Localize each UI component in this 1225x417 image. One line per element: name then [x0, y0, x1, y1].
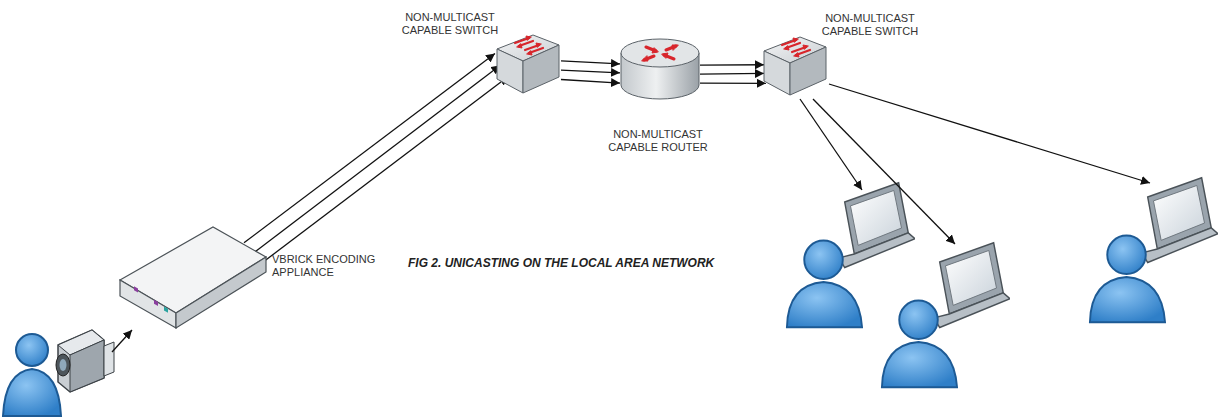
- switch-shape: [762, 35, 828, 97]
- device-label: NON-MULTICAST CAPABLE SWITCH: [395, 11, 505, 37]
- presenter-figure: [3, 334, 61, 416]
- stream-arrow: [829, 84, 1150, 183]
- stream-connector: [244, 53, 495, 242]
- stream-connector: [561, 80, 620, 84]
- viewer-with-laptop: [787, 183, 915, 327]
- switch-icon: NON-MULTICAST CAPABLE SWITCH: [762, 35, 828, 97]
- stream-arrow: [800, 99, 862, 190]
- stream-connector: [561, 61, 620, 64]
- viewer-with-laptop: [1090, 178, 1218, 322]
- switch-icon: NON-MULTICAST CAPABLE SWITCH: [495, 33, 561, 95]
- stream-connector: [264, 76, 509, 261]
- stream-arrow: [813, 99, 955, 244]
- router-shape: [620, 37, 700, 101]
- stream-connector: [700, 73, 764, 75]
- video-camera: [56, 330, 114, 392]
- stream-connector: [700, 82, 766, 84]
- switch-shape: [495, 33, 561, 95]
- device-label: NON-MULTICAST CAPABLE SWITCH: [815, 12, 925, 38]
- router-icon: NON-MULTICAST CAPABLE ROUTER: [620, 37, 700, 101]
- stream-connector: [700, 64, 764, 66]
- stream-connector: [561, 70, 620, 73]
- device-label: NON-MULTICAST CAPABLE ROUTER: [603, 128, 713, 154]
- viewer-with-laptop: [882, 243, 1010, 387]
- camera-feed-arrow: [112, 330, 132, 352]
- figure-caption: FIG 2. UNICASTING ON THE LOCAL AREA NETW…: [408, 256, 714, 270]
- encoder-appliance: VBRICK ENCODING APPLIANCE: [118, 225, 268, 330]
- stream-connector: [255, 65, 501, 252]
- device-label: VBRICK ENCODING APPLIANCE: [272, 253, 392, 279]
- appliance-shape: [118, 225, 268, 330]
